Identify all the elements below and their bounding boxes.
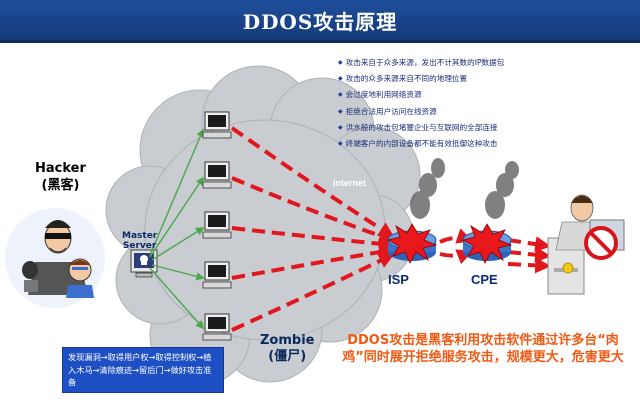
zombie-computer-icon [202,313,232,341]
cpe-label: CPE [471,272,498,287]
hacker-figure-icon [5,208,105,308]
feature-list: 攻击来自于众多来源，发出不计其数的IP数据包 攻击的众多来源来自不同的地理位置 … [338,55,543,152]
attack-arrows [230,126,552,332]
zombie-computer-icon [202,161,232,189]
feature-item: 终端客户的内部设备都不能有效抵御这种攻击 [338,136,543,152]
watermark: 头条 @悟空问答 [510,390,591,403]
feature-item: 洪水般的攻击包堵塞企业与互联网的全部连接 [338,120,543,136]
hacker-label-en: Hacker [35,161,86,176]
zombie-label: Zombie (僵尸) [260,333,314,365]
ddos-callout: DDOS攻击是黑客利用攻击软件通过许多台“肉鸡”同时展开拒绝服务攻击，规模更大，… [342,333,624,365]
internet-label: Internet [333,178,367,188]
master-server-label: Master Server [122,231,157,251]
explosion-icon [386,223,513,264]
hacker-label: Hacker (黑客) [35,160,86,194]
zombie-label-cn: (僵尸) [268,349,307,364]
feature-item: 攻击来自于众多来源，发出不计其数的IP数据包 [338,55,543,71]
feature-item: 攻击的众多来源来自不同的地理位置 [338,71,543,87]
zombie-computer-icon [202,211,232,239]
feature-item: 会过度地利用网络资源 [338,87,543,103]
blocked-sign-icon [562,226,618,274]
page-title: DDOS攻击原理 [242,10,398,34]
zombie-label-en: Zombie [260,333,315,348]
title-banner: DDOS攻击原理 [0,0,640,43]
control-lines [149,128,205,330]
master-label-line1: Master [122,231,158,241]
isp-label: ISP [388,272,409,287]
zombie-computers [202,111,232,341]
master-label-line2: Server [122,241,157,251]
zombie-computer-icon [202,261,232,289]
attack-steps-box: 发现漏洞→取得用户权→取得控制权→植入木马→清除痕迹→留后门→做好攻击准备 [62,347,224,393]
hacker-label-cn: (黑客) [41,178,80,193]
smoke-icon [410,158,519,219]
zombie-computer-icon [202,111,232,139]
feature-item: 拒绝合法用户访问在线资源 [338,104,543,120]
